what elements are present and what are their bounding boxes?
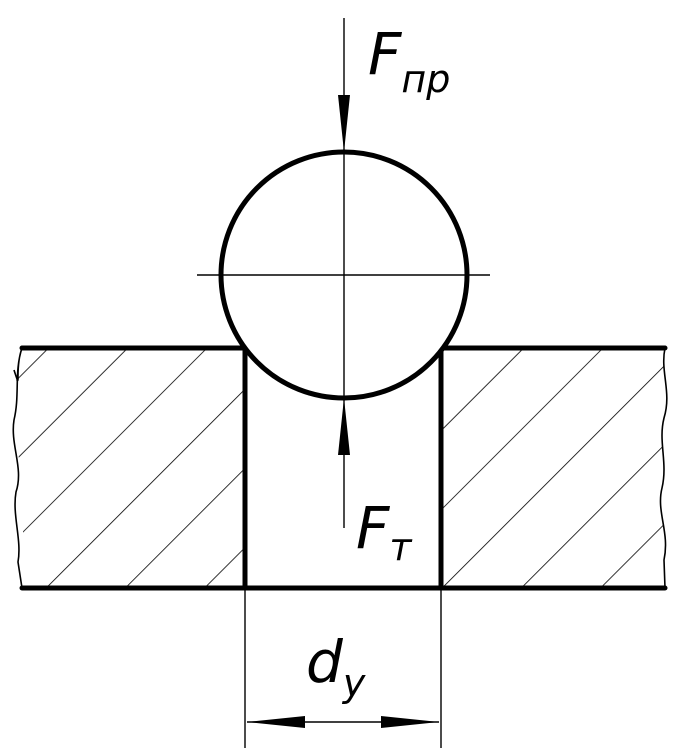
left-plate-section [12,347,245,589]
diameter-label: dу [306,628,366,705]
diameter-dimension [244,588,442,748]
force-top-arrowhead [338,95,350,152]
left-break-line [12,347,23,589]
dimension-arrow-right [381,716,439,728]
force-bottom-label: Fт [356,494,413,569]
dimension-arrow-left [247,716,305,728]
force-top-label: Fпр [368,20,450,101]
right-break-line [659,347,668,589]
right-plate-section [441,347,668,589]
force-bottom-arrowhead [338,398,350,455]
